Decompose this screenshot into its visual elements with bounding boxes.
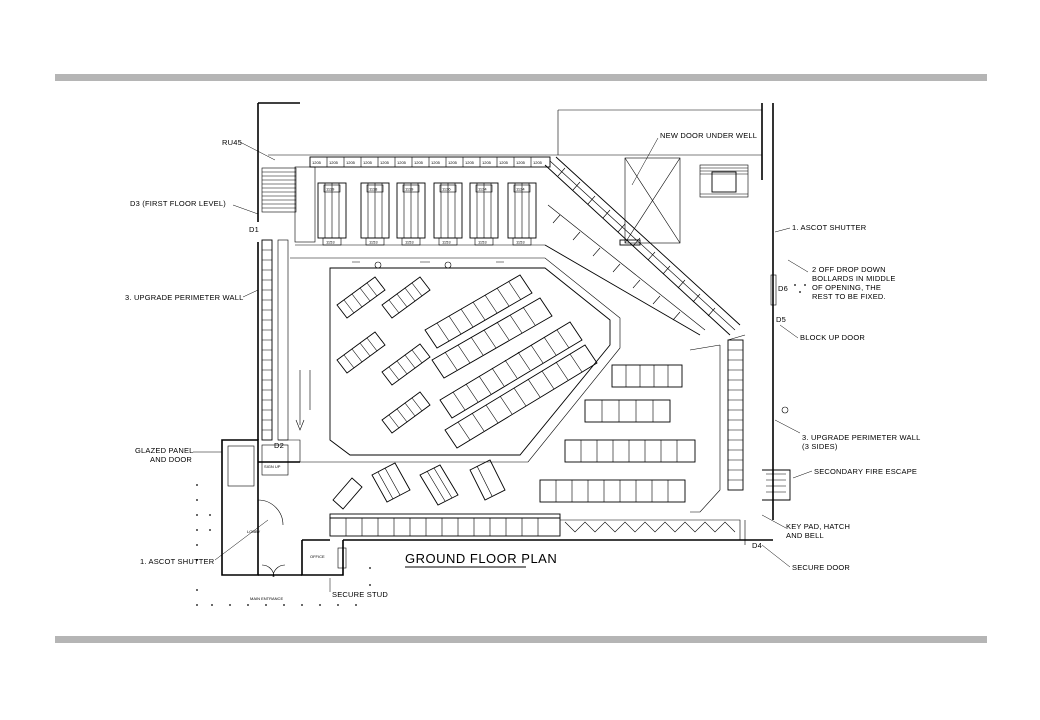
bin-label: 1205 [482,160,492,165]
bin-label: 1205 [516,160,526,165]
room-main-entrance: MAIN ENTRANCE [250,596,283,601]
room-office: OFFICE [310,554,325,559]
door-tag-d1: D1 [249,225,259,234]
shelf-number: 1153 [405,240,414,245]
left-perimeter-shelving [261,239,301,462]
top-racks: 1205 1205 1205 1205 1205 1205 1205 1205 … [294,156,551,246]
label-ascot-right: 1. ASCOT SHUTTER [792,223,867,232]
bin-label: 1205 [312,160,322,165]
label-ru45: RU45 [222,138,242,147]
diagonal-counter [544,156,741,336]
shelf-number: 1153 [369,240,378,245]
label-secure-stud: SECURE STUD [332,590,388,599]
label-bollards-4: REST TO BE FIXED. [812,292,886,301]
bin-label: 1205 [380,160,390,165]
label-block-up: BLOCK UP DOOR [800,333,865,342]
label-fire-escape: SECONDARY FIRE ESCAPE [814,467,917,476]
shelf-number: 1153 [442,240,451,245]
bin-label: 1205 [499,160,509,165]
label-glazed-1: GLAZED PANEL [135,446,194,455]
rack-block-6: 1124 1153 [507,182,537,246]
bin-label: 1205 [533,160,543,165]
door-tag-d2: D2 [274,441,284,450]
bin-label: 1205 [448,160,458,165]
callout-labels: RU45 D3 (FIRST FLOOR LEVEL) 3. UPGRADE P… [125,131,921,599]
bin-label: 1205 [431,160,441,165]
leader-lines [193,137,813,592]
label-bollards-3: OF OPENING, THE [812,283,881,292]
door-tag-d4: D4 [752,541,762,550]
bin-label: 1205 [465,160,475,165]
room-lobby: LOBBY [247,529,261,534]
bin-label: 1205 [329,160,339,165]
central-area [290,257,621,510]
label-bollards-2: BOLLARDS IN MIDDLE [812,274,896,283]
shelf-number: 1153 [478,240,487,245]
rack-block-2: 1118 1153 [360,182,390,246]
shelf-number: 1153 [326,240,335,245]
door-tags: D1 D2 D4 D5 D6 [249,225,788,550]
shelf-number: 1124 [478,187,487,192]
shelf-number: 1119 [405,187,414,192]
rack-group-b [424,274,598,449]
right-fixtures [539,334,746,540]
bin-label: 1205 [346,160,356,165]
label-new-door: NEW DOOR UNDER WELL [660,131,757,140]
label-bollards-1: 2 OFF DROP DOWN [812,265,886,274]
bottom-counter [329,513,561,537]
door-tag-d6: D6 [778,284,788,293]
label-secure-door: SECURE DOOR [792,563,850,572]
rack-block-5: 1124 1153 [469,182,499,246]
label-ascot-left: 1. ASCOT SHUTTER [140,557,215,566]
label-upgrade-right-2: (3 SIDES) [802,442,838,451]
door-tag-d5: D5 [776,315,786,324]
shelf-number: 1124 [516,187,525,192]
label-upgrade-left: 3. UPGRADE PERIMETER WALL [125,293,244,302]
bin-label: 1205 [397,160,407,165]
site-dots [196,284,806,606]
stair-right [699,164,749,198]
shelf-number: 1118 [369,187,378,192]
perimeter-walls [257,102,774,541]
rack-group-c [332,459,506,510]
top-rule [55,74,987,81]
label-keypad-1: KEY PAD, HATCH [786,522,850,531]
shelf-number: 1153 [516,240,525,245]
label-upgrade-right-1: 3. UPGRADE PERIMETER WALL [802,433,921,442]
shelf-number: 1126 [442,187,451,192]
rack-block-4: 1126 1153 [433,182,463,246]
rack-group-a [336,276,431,434]
plan-title: GROUND FLOOR PLAN [405,551,557,566]
bottom-rule [55,636,987,643]
rack-block-3: 1119 1153 [396,182,426,246]
room-names: LOBBY OFFICE MAIN ENTRANCE SIGN UP [247,464,325,601]
label-keypad-2: AND BELL [786,531,824,540]
bin-label: 1205 [363,160,373,165]
rack-block-1: 1119 1153 [317,182,347,246]
lobby-area [221,439,347,578]
shelf-number: 1119 [326,187,335,192]
label-glazed-2: AND DOOR [150,455,192,464]
room-sign-up: SIGN UP [264,464,281,469]
stair-left [261,167,297,213]
label-d3: D3 (FIRST FLOOR LEVEL) [130,199,226,208]
bin-label: 1205 [414,160,424,165]
right-doors [744,274,791,545]
